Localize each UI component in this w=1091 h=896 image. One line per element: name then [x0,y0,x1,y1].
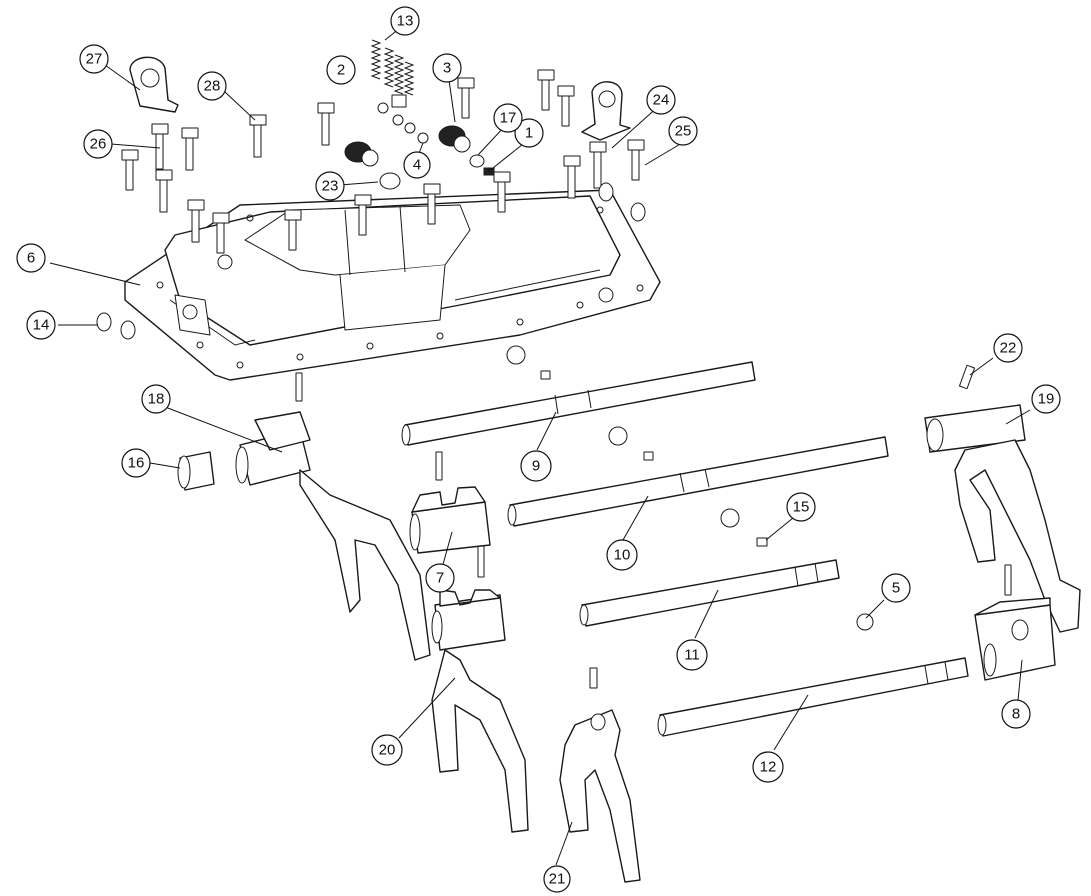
callout-12: 12 [752,751,784,783]
callout-18: 18 [141,384,171,414]
callout-6: 6 [16,243,46,273]
svg-text:15: 15 [793,499,810,516]
svg-text:25: 25 [675,123,692,140]
callout-28: 28 [197,71,227,101]
callouts: 1 2 3 4 5 6 7 8 9 10 11 12 13 14 15 16 1… [16,6,1061,893]
plug-left [344,141,379,167]
callout-8: 8 [1001,699,1031,729]
callout-23: 23 [315,171,345,201]
callout-19: 19 [1031,384,1061,414]
svg-text:5: 5 [892,580,900,597]
callout-17: 17 [493,103,523,133]
svg-text:19: 19 [1038,391,1055,408]
callout-5: 5 [881,573,911,603]
detent-balls [377,94,429,144]
callout-13: 13 [390,6,420,36]
svg-text:9: 9 [532,458,540,475]
callout-27: 27 [79,44,109,74]
svg-text:21: 21 [549,871,566,888]
callout-15: 15 [786,492,816,522]
callout-24: 24 [646,85,676,115]
steel-balls [506,345,874,631]
callout-14: 14 [26,310,56,340]
callout-9: 9 [520,450,552,482]
svg-text:7: 7 [436,570,444,587]
shift-block-7 [409,486,491,554]
callout-4: 4 [403,151,431,179]
svg-text:27: 27 [86,51,103,68]
callout-21: 21 [543,865,571,893]
svg-text:26: 26 [90,136,107,153]
shift-fork-21 [559,709,641,883]
callout-3: 3 [432,53,462,83]
shift-fork-18 [235,411,431,661]
svg-text:3: 3 [443,60,451,77]
svg-text:2: 2 [337,62,345,79]
svg-text:1: 1 [525,125,533,142]
callout-20: 20 [371,734,403,766]
svg-text:18: 18 [148,391,165,408]
svg-text:11: 11 [684,647,700,664]
svg-text:12: 12 [760,759,777,776]
callout-7: 7 [425,563,455,593]
plug-right [438,125,471,153]
detent-springs [370,39,415,96]
svg-text:20: 20 [379,742,396,759]
svg-text:24: 24 [653,92,670,109]
callout-1: 1 [514,118,544,148]
svg-text:14: 14 [33,317,50,334]
shift-rail-11 [579,559,840,627]
bolts [121,69,645,254]
svg-text:4: 4 [413,157,421,174]
shift-rail-10 [507,436,889,527]
shift-block-8 [974,597,1056,681]
callout-22: 22 [993,333,1023,363]
svg-text:8: 8 [1012,706,1020,723]
shift-fork-19 [924,404,1081,633]
bushings [96,182,1012,689]
shift-rail-12 [657,657,969,737]
svg-text:23: 23 [322,178,339,195]
callout-10: 10 [606,539,638,571]
lifting-eye-left [129,56,179,113]
svg-text:6: 6 [27,250,35,267]
svg-text:28: 28 [204,78,221,95]
svg-text:13: 13 [397,13,414,30]
shift-cover-housing [124,189,661,381]
callout-2: 2 [326,55,356,85]
callout-11: 11 [676,639,708,671]
svg-text:22: 22 [1000,340,1017,357]
svg-text:10: 10 [614,547,631,564]
svg-text:17: 17 [500,110,517,127]
svg-text:16: 16 [128,455,145,472]
callout-16: 16 [121,448,151,478]
callout-25: 25 [668,116,698,146]
lifting-eye-right [581,81,631,141]
callout-26: 26 [83,129,113,159]
shift-fork-20 [431,589,529,833]
shift-rail-9 [401,361,756,446]
